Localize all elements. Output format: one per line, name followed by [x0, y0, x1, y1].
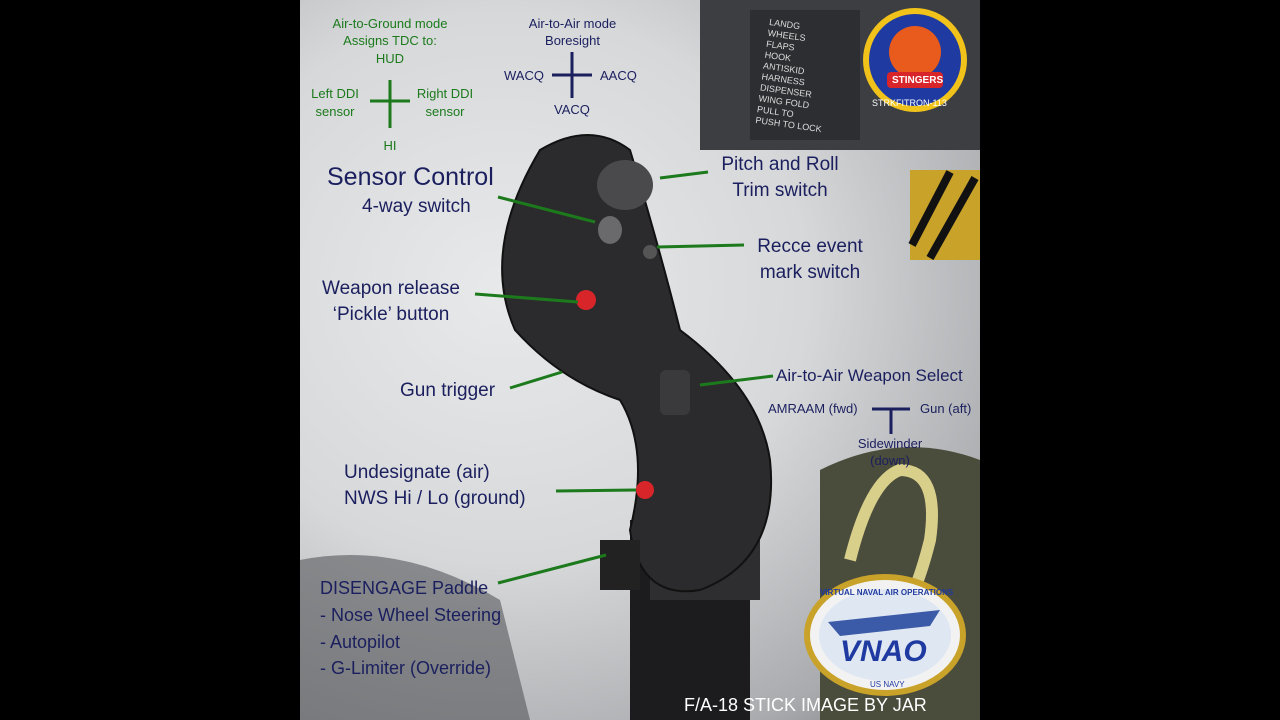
pickle-button — [576, 290, 596, 310]
trim-switch-label-2: Trim switch — [705, 180, 855, 202]
stingers-badge — [863, 8, 967, 112]
stingers-text: STINGERS — [892, 75, 943, 86]
trim-hat — [597, 160, 653, 210]
sidewinder-label-2: (down) — [850, 453, 930, 468]
sidewinder-label-1: Sidewinder — [850, 436, 930, 451]
ag-cross — [370, 80, 410, 128]
ag-left-label-2: sensor — [300, 104, 370, 119]
ag-up-label: HUD — [360, 51, 420, 66]
recce-switch — [643, 245, 657, 259]
gun-trigger-label: Gun trigger — [400, 380, 495, 402]
disengage-item-nws: - Nose Wheel Steering — [320, 605, 501, 626]
ag-right-label-1: Right DDI — [410, 86, 480, 101]
weapon-select — [660, 370, 690, 415]
undesignate-label-2: NWS Hi / Lo (ground) — [344, 488, 526, 510]
sensor-switch — [598, 216, 622, 244]
diagram-canvas: LANDG WHEELS FLAPS HOOK ANTISKID HARNESS… — [300, 0, 980, 720]
aa-cross — [552, 52, 592, 98]
placard-text: LANDG WHEELS FLAPS HOOK ANTISKID HARNESS… — [755, 17, 850, 137]
aa-right-label: AACQ — [600, 68, 637, 83]
ag-left-label-1: Left DDI — [300, 86, 370, 101]
vnao-top-text: VIRTUAL NAVAL AIR OPERATIONS — [820, 588, 953, 597]
amraam-label: AMRAAM (fwd) — [768, 401, 858, 416]
recce-label-1: Recce event — [740, 236, 880, 258]
disengage-title: DISENGAGE Paddle — [320, 578, 488, 599]
sensor-control-sublabel: 4-way switch — [362, 196, 471, 218]
vnao-logo-text: VNAO — [840, 635, 927, 669]
strkfitron-text: STRKFITRON-113 — [872, 98, 947, 108]
vnao-bottom-text: US NAVY — [870, 680, 905, 689]
gun-aft-label: Gun (aft) — [920, 401, 971, 416]
aa-left-label: WACQ — [504, 68, 544, 83]
aa-weapon-select-label: Air-to-Air Weapon Select — [776, 366, 963, 386]
weapon-release-label-2: ‘Pickle’ button — [306, 304, 476, 326]
aa-title-1: Air-to-Air mode — [510, 16, 635, 31]
recce-label-2: mark switch — [740, 262, 880, 284]
disengage-item-glimiter: - G-Limiter (Override) — [320, 658, 491, 679]
trim-switch-label-1: Pitch and Roll — [705, 154, 855, 176]
disengage-paddle — [600, 540, 640, 590]
disengage-item-autopilot: - Autopilot — [320, 632, 400, 653]
aa-down-label: VACQ — [542, 102, 602, 117]
aa-title-2: Boresight — [510, 33, 635, 48]
ag-right-label-2: sensor — [410, 104, 480, 119]
ag-title-1: Air-to-Ground mode — [325, 16, 455, 31]
undesignate-label-1: Undesignate (air) — [344, 462, 490, 484]
weapon-release-label-1: Weapon release — [306, 278, 476, 300]
ag-title-2: Assigns TDC to: — [325, 33, 455, 48]
weapon-select-t — [872, 409, 910, 434]
ag-down-label: HI — [360, 138, 420, 153]
undesignate-button — [636, 481, 654, 499]
image-credit: F/A-18 STICK IMAGE BY JAR — [684, 695, 927, 716]
sensor-control-label: Sensor Control — [327, 163, 494, 192]
